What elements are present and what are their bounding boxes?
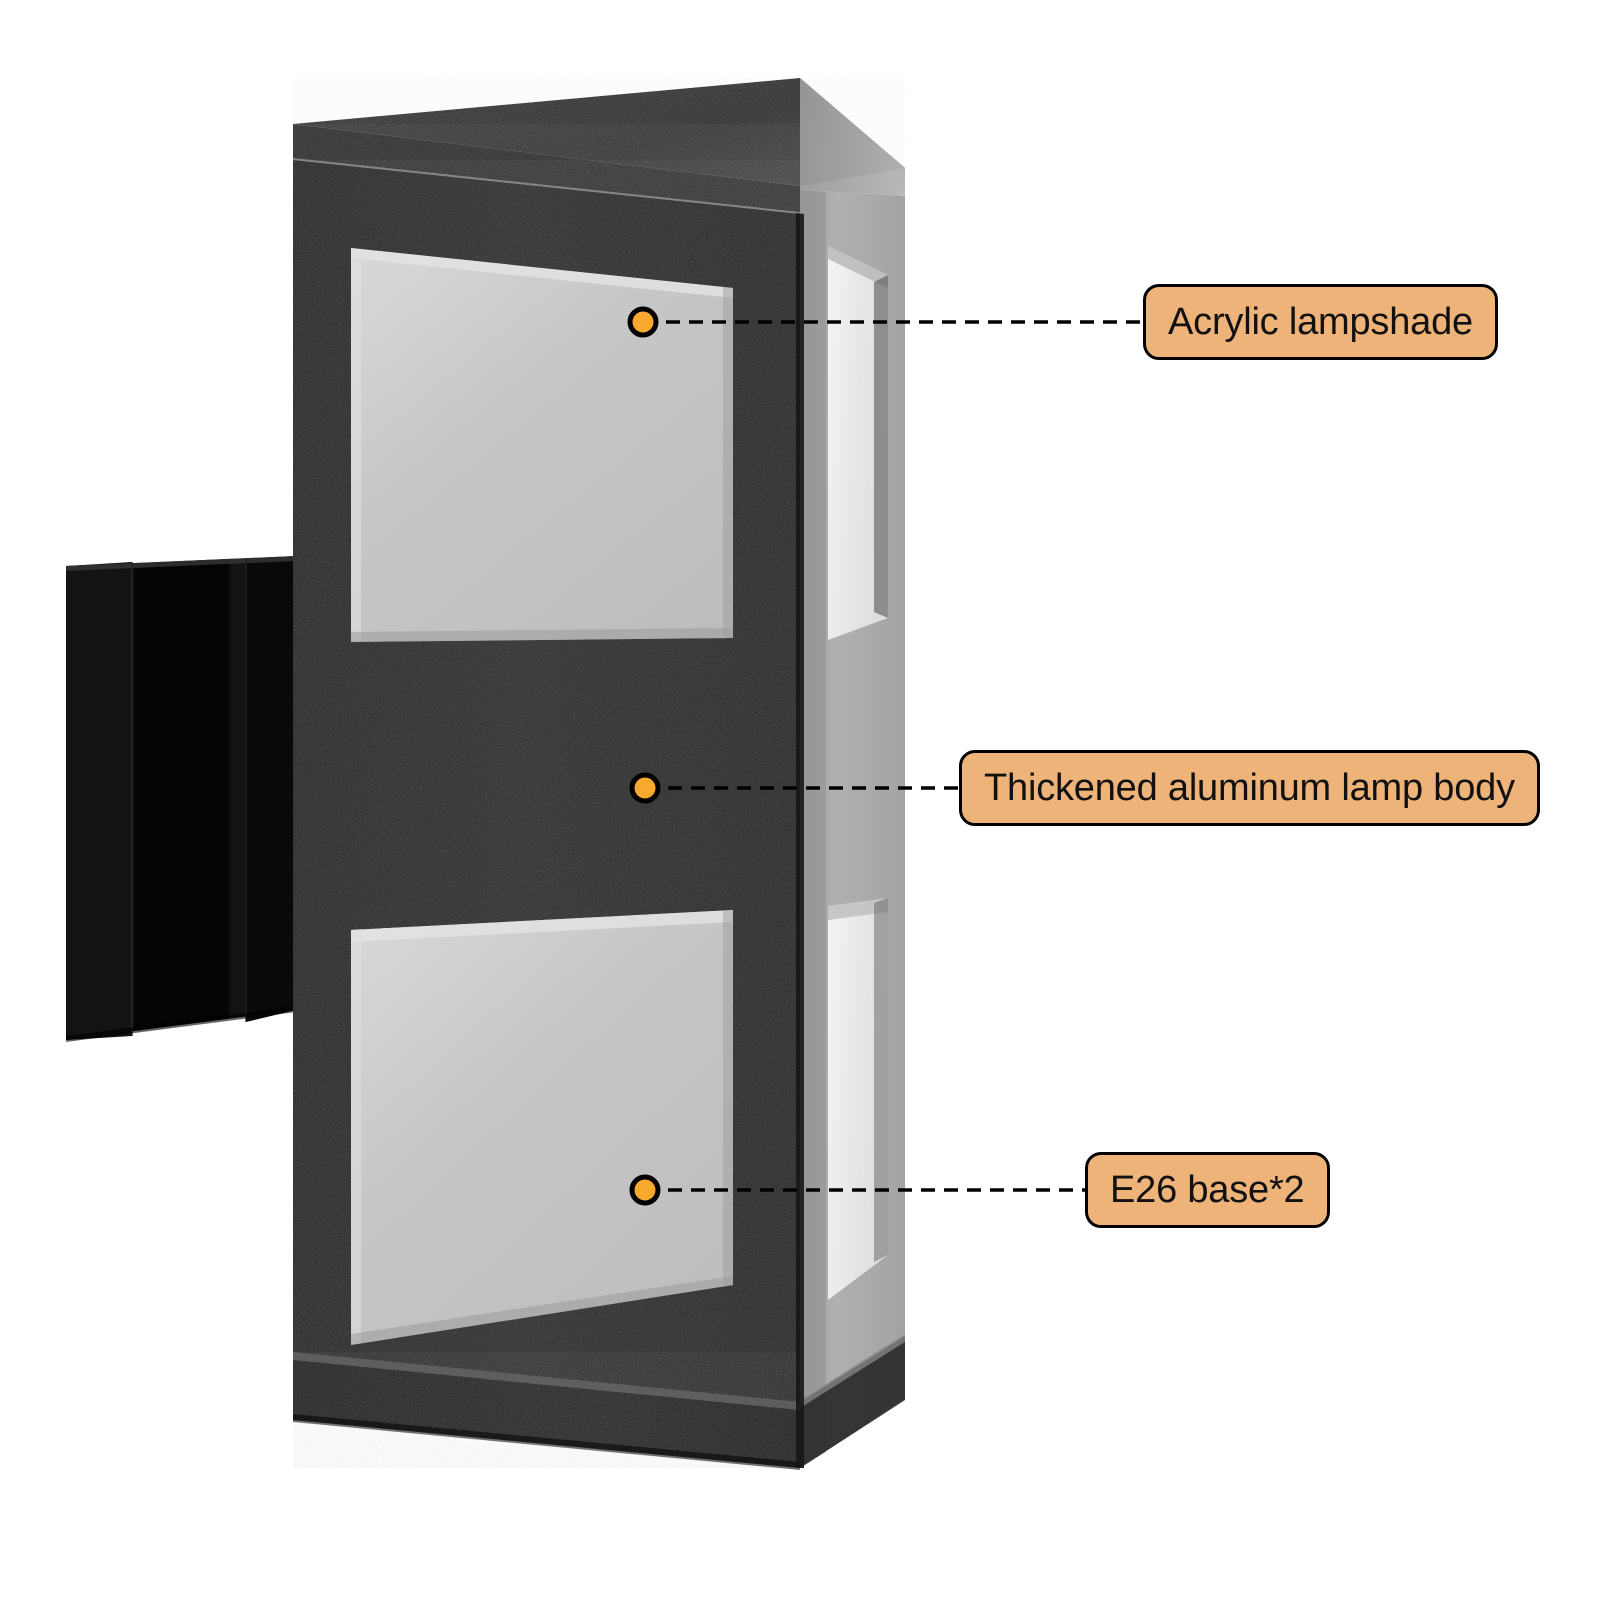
lamp-body-front-face xyxy=(293,160,800,1470)
upper-acrylic-lampshade xyxy=(351,248,733,642)
lower-acrylic-lampshade xyxy=(351,910,733,1345)
callout-label-thickened-aluminum-lamp-body[interactable]: Thickened aluminum lamp body xyxy=(959,750,1540,826)
lamp-body-side-face xyxy=(800,190,905,1468)
callout-label-e26-base-2[interactable]: E26 base*2 xyxy=(1085,1152,1330,1228)
lamp-body-corner-edge xyxy=(796,213,804,1468)
wall-mount-bracket xyxy=(66,556,296,1042)
callout-label-acrylic-lampshade[interactable]: Acrylic lampshade xyxy=(1143,284,1498,360)
